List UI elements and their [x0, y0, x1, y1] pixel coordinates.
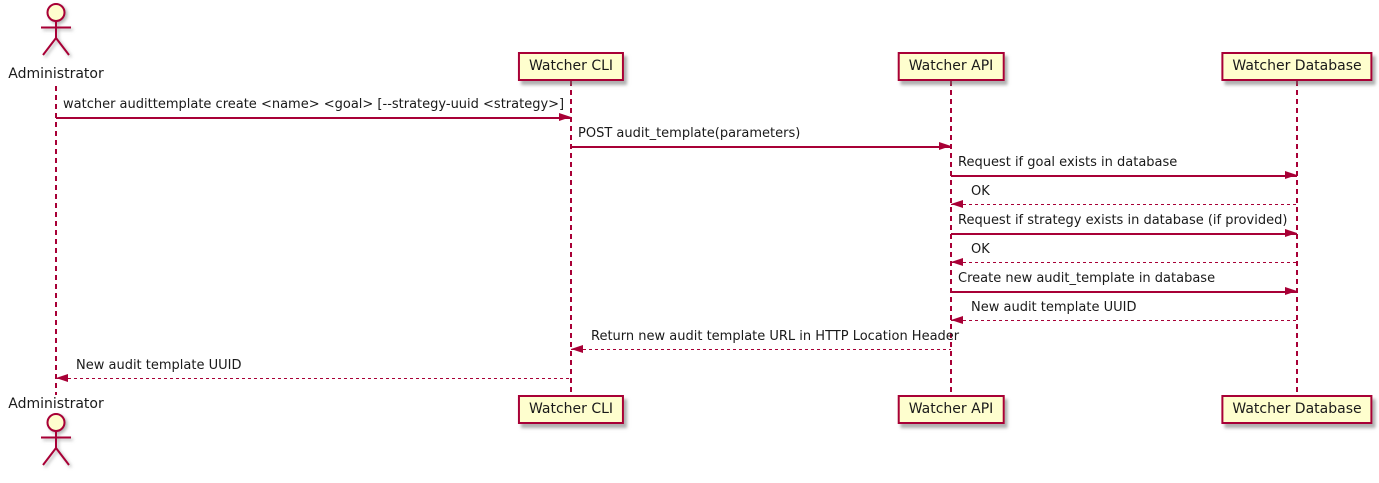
message-4-line — [951, 204, 1297, 206]
message-2-line — [571, 146, 951, 148]
message-1-line — [56, 117, 571, 119]
message-9-label: Return new audit template URL in HTTP Lo… — [591, 329, 960, 344]
lifeline-watcher-cli — [570, 81, 572, 395]
actor-administrator-label-bottom: Administrator — [8, 396, 104, 412]
message-2-arrowhead-icon — [939, 142, 951, 150]
message-5-line — [951, 233, 1297, 235]
message-3-label: Request if goal exists in database — [958, 155, 1178, 170]
lifeline-watcher-api — [950, 81, 952, 395]
message-3-line — [951, 175, 1297, 177]
message-5-arrowhead-icon — [1285, 229, 1297, 237]
message-10-arrowhead-icon — [56, 374, 68, 382]
actor-administrator-icon-bottom — [33, 412, 79, 476]
person-icon — [41, 413, 71, 466]
message-4-label: OK — [971, 184, 990, 199]
lifeline-watcher-database — [1296, 81, 1298, 395]
actor-administrator-icon-top — [33, 2, 79, 66]
message-1-label: watcher audittemplate create <name> <goa… — [63, 97, 565, 112]
actor-administrator-label-top: Administrator — [8, 66, 104, 82]
message-8-label: New audit template UUID — [971, 300, 1137, 315]
participant-watcher-database-top-box: Watcher Database — [1221, 52, 1373, 81]
participant-watcher-api-top-box: Watcher API — [897, 52, 1005, 81]
participant-watcher-api-bottom-box: Watcher API — [897, 395, 1005, 424]
message-10-label: New audit template UUID — [76, 358, 242, 373]
message-4-arrowhead-icon — [951, 200, 963, 208]
lifeline-administrator — [55, 86, 57, 395]
message-6-arrowhead-icon — [951, 258, 963, 266]
message-8-arrowhead-icon — [951, 316, 963, 324]
person-icon — [41, 3, 71, 56]
message-9-line — [571, 349, 951, 351]
message-8-line — [951, 320, 1297, 322]
message-7-label: Create new audit_template in database — [958, 271, 1216, 286]
message-10-line — [56, 378, 571, 380]
participant-watcher-cli-bottom-box: Watcher CLI — [517, 395, 625, 424]
message-6-line — [951, 262, 1297, 264]
message-9-arrowhead-icon — [571, 345, 583, 353]
participant-watcher-cli-top-box: Watcher CLI — [517, 52, 625, 81]
message-6-label: OK — [971, 242, 990, 257]
message-3-arrowhead-icon — [1285, 171, 1297, 179]
message-5-label: Request if strategy exists in database (… — [958, 213, 1288, 228]
message-2-label: POST audit_template(parameters) — [578, 126, 801, 141]
message-7-arrowhead-icon — [1285, 287, 1297, 295]
message-7-line — [951, 291, 1297, 293]
participant-watcher-database-bottom-box: Watcher Database — [1221, 395, 1373, 424]
message-1-arrowhead-icon — [559, 113, 571, 121]
